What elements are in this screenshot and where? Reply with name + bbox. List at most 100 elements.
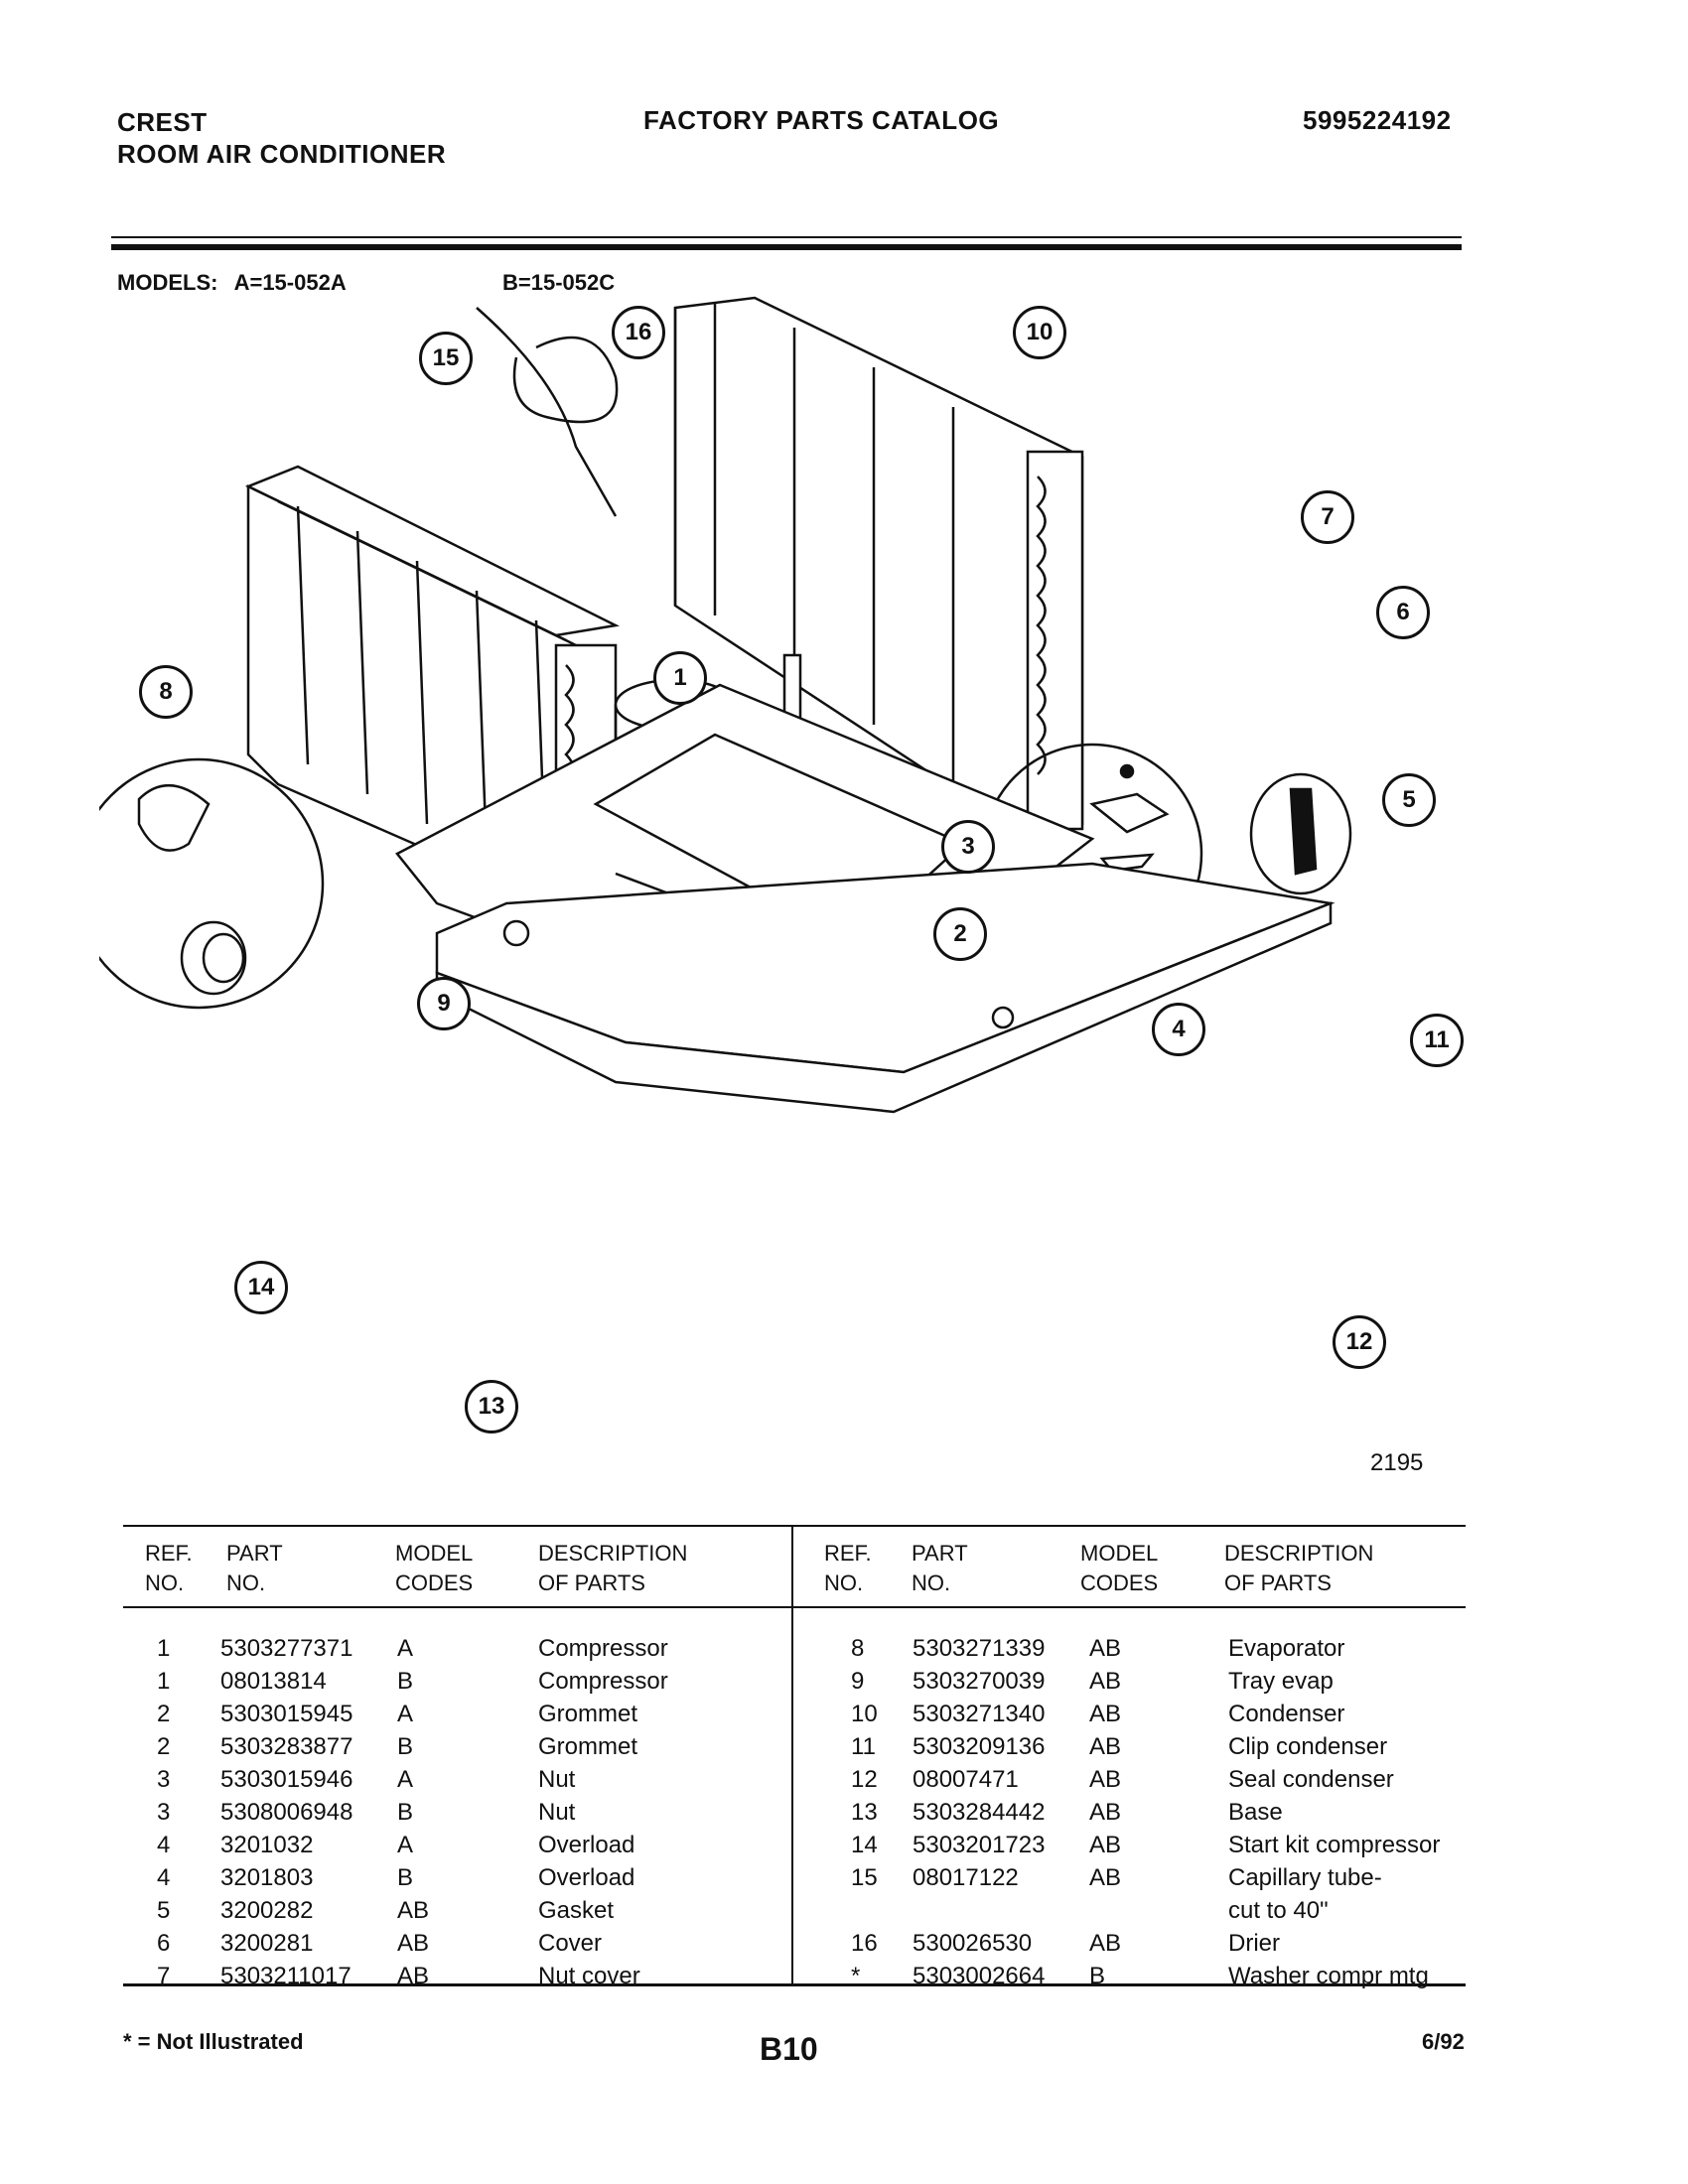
callout-4: 4 [1152, 1003, 1205, 1056]
cell-part: 08007471 [913, 1766, 1019, 1793]
cell-part: 3201032 [220, 1832, 314, 1858]
cell-model: AB [1089, 1930, 1122, 1957]
cell-model: A [397, 1635, 414, 1662]
cell-part: 5303271340 [913, 1701, 1046, 1727]
cell-model: A [397, 1832, 414, 1858]
table-row: 3 5308006948 B Nut [0, 1796, 791, 1829]
cell-part: 530026530 [913, 1930, 1033, 1957]
cell-desc: Nut [538, 1799, 576, 1826]
header-model-line1: MODEL [1080, 1541, 1159, 1566]
cell-part: 5303209136 [913, 1733, 1046, 1760]
cell-model: B [397, 1668, 414, 1695]
cell-desc: Condenser [1228, 1701, 1345, 1727]
base-illustration [435, 862, 1336, 1114]
cell-ref: 7 [157, 1963, 171, 1989]
cell-desc: Nut cover [538, 1963, 640, 1989]
header-ref-left: REF. NO. [145, 1539, 193, 1598]
cell-ref: 5 [157, 1897, 171, 1924]
model-a: A=15-052A [233, 270, 347, 295]
cell-desc: Grommet [538, 1733, 638, 1760]
table-row: 7 5303211017 AB Nut cover [0, 1960, 791, 1992]
cell-model: A [397, 1766, 414, 1793]
table-row: 10 5303271340 AB Condenser [791, 1698, 1486, 1730]
header-model-line1: MODEL [395, 1541, 474, 1566]
model-b: B=15-052C [502, 270, 616, 295]
catalog-number: 5995224192 [1303, 105, 1452, 135]
cell-part: 3201803 [220, 1864, 314, 1891]
callout-14: 14 [234, 1261, 288, 1314]
cell-ref: 4 [157, 1864, 171, 1891]
header-ref-line1: REF. [824, 1541, 872, 1566]
cell-part: 5303002664 [913, 1963, 1046, 1989]
cell-part: 5303201723 [913, 1832, 1046, 1858]
cell-model: B [397, 1799, 414, 1826]
start-kit-detail-illustration [99, 757, 325, 1010]
cell-desc: Tray evap [1228, 1668, 1334, 1695]
cell-part: 5303015945 [220, 1701, 353, 1727]
cell-part: 5303270039 [913, 1668, 1046, 1695]
header-part-right: PART NO. [912, 1539, 968, 1598]
callout-6: 6 [1376, 586, 1430, 639]
table-top-rule [123, 1525, 1466, 1527]
cell-desc: Compressor [538, 1668, 668, 1695]
cell-desc: Base [1228, 1799, 1283, 1826]
header-model-line2: CODES [1080, 1570, 1159, 1595]
cell-part: 5308006948 [220, 1799, 353, 1826]
cell-model: AB [1089, 1701, 1122, 1727]
cell-model: B [397, 1864, 414, 1891]
cell-part: 5303284442 [913, 1799, 1046, 1826]
condenser-illustration [673, 296, 1084, 836]
cell-ref: 3 [157, 1766, 171, 1793]
cell-desc: Nut [538, 1766, 576, 1793]
header-ref-line2: NO. [145, 1570, 185, 1595]
cell-ref: 10 [851, 1701, 878, 1727]
header-part-line1: PART [226, 1541, 283, 1566]
models-label: MODELS: A=15-052A [117, 270, 347, 296]
cell-ref: * [851, 1963, 861, 1989]
callout-3: 3 [941, 820, 995, 874]
cell-model: B [397, 1733, 414, 1760]
cell-desc: Cover [538, 1930, 603, 1957]
cell-desc: Gasket [538, 1897, 615, 1924]
cell-ref: 11 [851, 1733, 876, 1760]
models-prefix: MODELS: [117, 270, 218, 295]
cell-model: AB [397, 1963, 430, 1989]
cell-desc: Capillary tube- [1228, 1864, 1382, 1891]
header-desc-line1: DESCRIPTION [538, 1541, 688, 1566]
cell-part: 5303015946 [220, 1766, 353, 1793]
cell-model: A [397, 1701, 414, 1727]
cell-ref: 4 [157, 1832, 171, 1858]
cell-model: AB [1089, 1668, 1122, 1695]
cell-desc: Seal condenser [1228, 1766, 1394, 1793]
cell-ref: 2 [157, 1701, 171, 1727]
cell-ref: 3 [157, 1799, 171, 1826]
header-rule-bottom [111, 244, 1462, 250]
cell-ref: 13 [851, 1799, 878, 1826]
product-name: ROOM AIR CONDITIONER [117, 139, 447, 169]
callout-9: 9 [417, 977, 471, 1030]
cell-ref: 12 [851, 1766, 878, 1793]
cell-ref: 9 [851, 1668, 865, 1695]
cell-desc: Start kit compressor [1228, 1832, 1441, 1858]
cell-desc: Drier [1228, 1930, 1280, 1957]
header-part-line1: PART [912, 1541, 968, 1566]
table-bottom-rule [123, 1983, 1466, 1986]
not-illustrated-legend: * = Not Illustrated [123, 2029, 304, 2054]
cell-ref: 8 [851, 1635, 865, 1662]
cell-part: 3200281 [220, 1930, 314, 1957]
header-ref-line1: REF. [145, 1541, 193, 1566]
callout-10: 10 [1013, 306, 1066, 359]
cell-part: 5303211017 [220, 1963, 352, 1989]
cell-model: AB [397, 1897, 430, 1924]
cell-part: 5303283877 [220, 1733, 353, 1760]
